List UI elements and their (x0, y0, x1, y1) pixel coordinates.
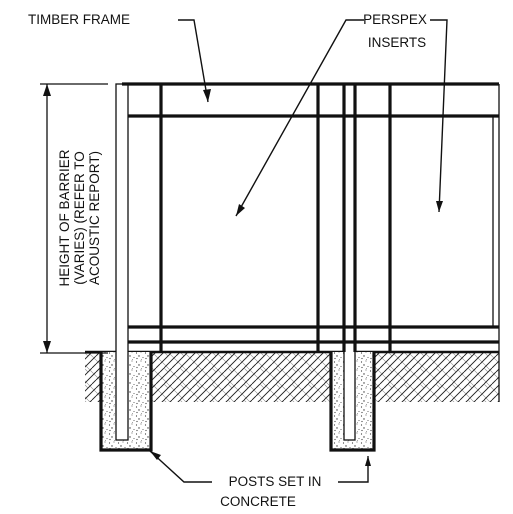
height-label-line3: ACOUSTIC REPORT) (87, 151, 102, 285)
posts-label-line1: POSTS SET IN (229, 474, 322, 489)
perspex-label-line1: PERSPEX (363, 12, 427, 27)
posts-arrowhead-left (150, 451, 161, 460)
timber-frame-label: TIMBER FRAME (28, 12, 130, 27)
dimension-arrow-top (43, 84, 51, 96)
post-right (343, 83, 356, 441)
post-left (115, 83, 129, 441)
timber-frame-callout: TIMBER FRAME (28, 12, 211, 103)
posts-callout: POSTS SET IN CONCRETE (149, 450, 371, 509)
timber-frame-arrowhead (203, 89, 211, 102)
timber-frame (122, 82, 500, 402)
perspex-arrowhead-left (236, 204, 245, 216)
height-label-line2: (VARIES) (REFER TO (72, 151, 87, 285)
height-annotation: HEIGHT OF BARRIER (VARIES) (REFER TO ACO… (57, 149, 102, 286)
posts-label-line2: CONCRETE (220, 494, 296, 509)
perspex-arrowhead-right (436, 201, 443, 212)
ground (85, 350, 499, 402)
dimension-arrow-bottom (43, 341, 51, 353)
height-label-line1: HEIGHT OF BARRIER (57, 149, 72, 286)
height-dimension (40, 83, 108, 354)
posts-arrowhead-right (365, 456, 371, 466)
perspex-callout: PERSPEX INSERTS (235, 12, 448, 217)
ground-hatch (85, 352, 499, 402)
perspex-label-line2: INSERTS (368, 35, 426, 50)
